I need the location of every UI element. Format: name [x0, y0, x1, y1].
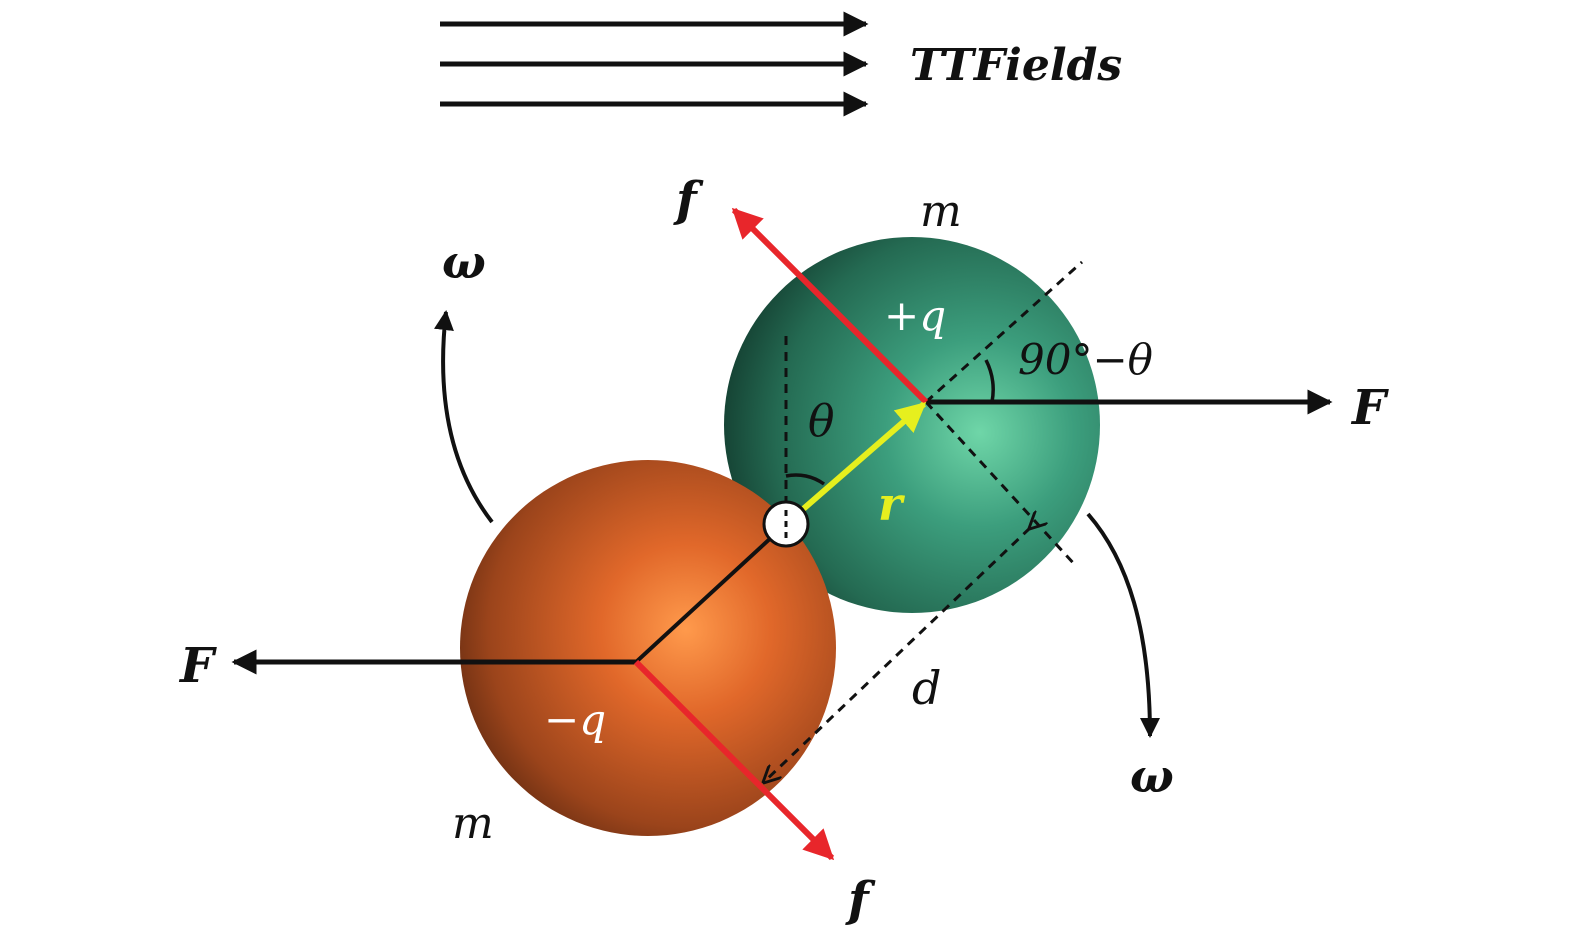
complement-angle-arc [984, 359, 995, 403]
friction-label-upper: f [673, 172, 704, 228]
rotation-arrow-right [1086, 512, 1160, 738]
perpendicular-reference-line [924, 400, 1078, 568]
force-label-left: F [178, 638, 217, 694]
negative-sphere [460, 460, 836, 836]
complement-angle-label: 90°−θ [1018, 335, 1153, 384]
omega-label-left: ω [442, 235, 486, 289]
charge-label-positive: +q [884, 291, 946, 340]
field-arrows [440, 11, 869, 117]
diagonal-reference-line [924, 260, 1084, 404]
d-label: d [912, 661, 941, 715]
r-vector [784, 401, 927, 527]
force-label-right: F [1350, 380, 1389, 436]
r-label: r [878, 477, 906, 531]
rotation-arrow-left [434, 310, 494, 524]
field-label: TTFields [910, 40, 1122, 91]
theta-angle-arc [785, 473, 826, 486]
friction-label-lower: f [845, 872, 876, 928]
d-dimension-line [764, 528, 1030, 782]
mass-label-positive: m [920, 186, 962, 237]
theta-label: θ [808, 396, 835, 447]
friction-lower [633, 659, 835, 861]
charge-label-negative: −q [544, 695, 606, 744]
friction-upper [731, 207, 929, 405]
omega-label-right: ω [1130, 749, 1174, 803]
mass-label-negative: m [452, 798, 494, 849]
